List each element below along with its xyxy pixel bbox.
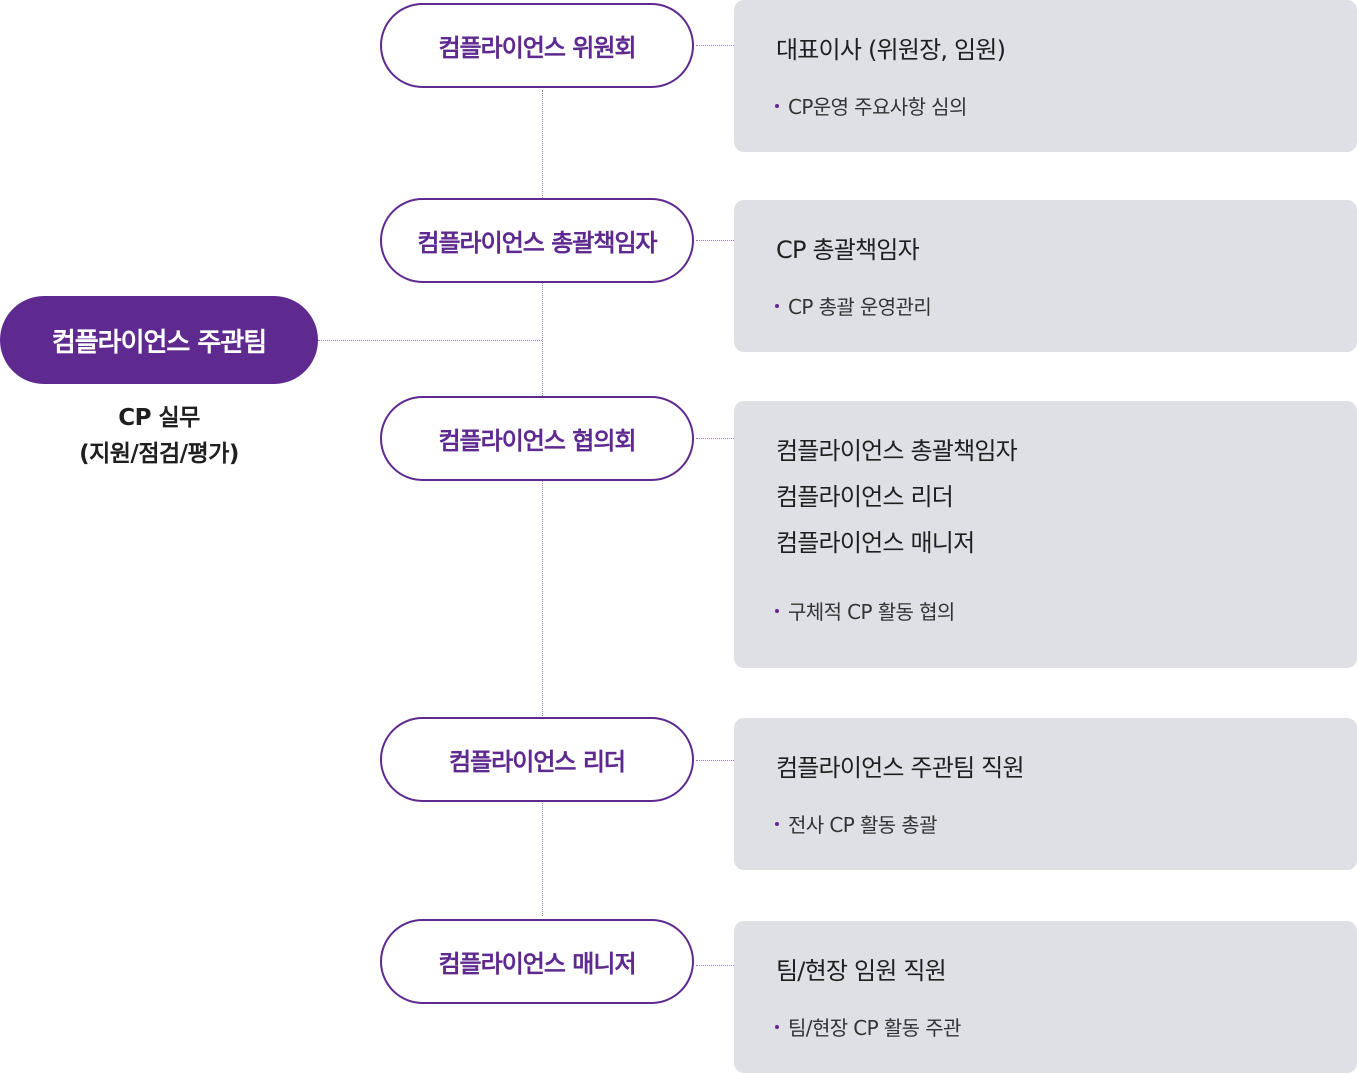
box-title: CP 총괄책임자: [776, 236, 920, 264]
box-title: 컴플라이언스 리더: [776, 483, 954, 511]
connector-council: [696, 438, 734, 439]
node-label: 컴플라이언스 협의회: [438, 427, 636, 455]
box-bullet: 전사 CP 활동 총괄: [775, 809, 938, 838]
node-leader: 컴플라이언스 리더: [380, 717, 694, 802]
info-box-manager: 팀/현장 임원 직원 팀/현장 CP 활동 주관: [734, 921, 1357, 1073]
node-chief-officer: 컴플라이언스 총괄책임자: [380, 198, 694, 283]
main-team-role: CP 실무: [118, 405, 200, 431]
node-label: 컴플라이언스 리더: [449, 748, 626, 776]
node-council: 컴플라이언스 협의회: [380, 396, 694, 481]
node-label: 컴플라이언스 매니저: [438, 950, 636, 978]
connector-manager: [696, 965, 734, 966]
box-title: 팀/현장 임원 직원: [776, 957, 947, 985]
connector-leader: [696, 760, 734, 761]
box-bullet: 팀/현장 CP 활동 주관: [775, 1012, 961, 1041]
box-title: 컴플라이언스 총괄책임자: [776, 437, 1018, 465]
main-team-role-detail: (지원/점검/평가): [79, 441, 239, 467]
vertical-connector: [542, 90, 543, 916]
connector-committee: [696, 45, 734, 46]
node-label: 컴플라이언스 총괄책임자: [417, 229, 657, 257]
box-bullet: CP운영 주요사항 심의: [775, 91, 967, 120]
box-title: 대표이사 (위원장, 임원): [776, 36, 1006, 64]
box-title: 컴플라이언스 주관팀 직원: [776, 754, 1025, 782]
main-team-label: 컴플라이언스 주관팀: [51, 327, 267, 358]
node-label: 컴플라이언스 위원회: [438, 34, 636, 62]
connector-cco: [696, 240, 734, 241]
main-connector: [318, 340, 542, 341]
box-bullet: 구체적 CP 활동 협의: [775, 596, 955, 625]
info-box-committee: 대표이사 (위원장, 임원) CP운영 주요사항 심의: [734, 0, 1357, 152]
node-committee: 컴플라이언스 위원회: [380, 3, 694, 88]
box-title: 컴플라이언스 매니저: [776, 529, 975, 557]
node-manager: 컴플라이언스 매니저: [380, 919, 694, 1004]
main-team-node: 컴플라이언스 주관팀: [0, 296, 318, 384]
box-bullet: CP 총괄 운영관리: [774, 291, 932, 320]
info-box-leader: 컴플라이언스 주관팀 직원 전사 CP 활동 총괄: [734, 718, 1357, 870]
info-box-chief-officer: CP 총괄책임자 CP 총괄 운영관리: [734, 200, 1357, 352]
info-box-council: 컴플라이언스 총괄책임자 컴플라이언스 리더 컴플라이언스 매니저 구체적 CP…: [734, 401, 1357, 668]
